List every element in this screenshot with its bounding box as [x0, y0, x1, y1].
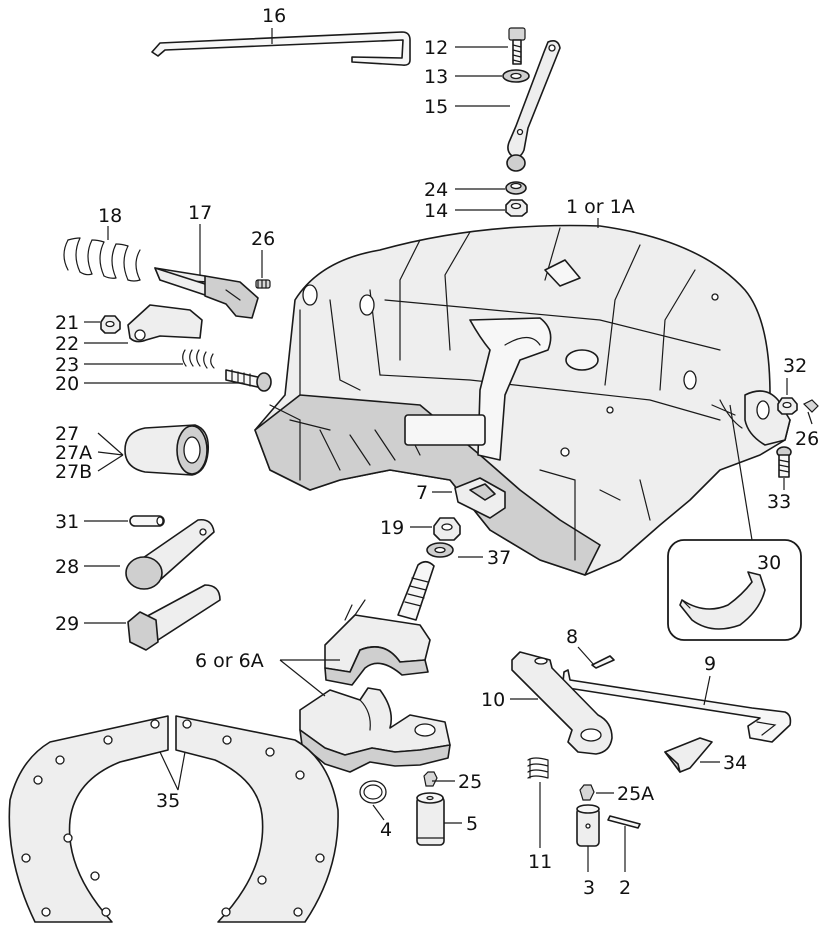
part-10-lever — [511, 651, 613, 755]
label-26-left: 26 — [251, 228, 275, 250]
part-20-bolt — [225, 369, 272, 392]
part-35-shim-plate — [8, 715, 339, 923]
label-12: 12 — [424, 37, 448, 59]
label-22: 22 — [55, 333, 79, 355]
part-15-link — [506, 40, 561, 172]
label-29: 29 — [55, 613, 79, 635]
label-31: 31 — [55, 511, 79, 533]
label-14: 14 — [424, 200, 448, 222]
part-26-grease-fitting-right — [802, 399, 819, 413]
label-34: 34 — [723, 752, 747, 774]
label-32: 32 — [783, 355, 807, 377]
part-1-top-plate — [254, 224, 791, 576]
part-31-roll-pin — [129, 515, 165, 527]
label-15: 15 — [424, 96, 448, 118]
label-24: 24 — [424, 179, 448, 201]
part-8-cotter-pin — [591, 655, 615, 669]
part-25a-fitting — [579, 784, 595, 801]
part-2-cotter-pin — [607, 815, 641, 829]
label-35: 35 — [156, 790, 180, 812]
part-33-bolt — [776, 446, 792, 478]
part-30-inset — [667, 539, 802, 641]
label-18: 18 — [98, 205, 122, 227]
label-16: 16 — [262, 5, 286, 27]
label-3: 3 — [583, 877, 595, 899]
part-26-grease-fitting-left — [255, 279, 271, 289]
label-28: 28 — [55, 556, 79, 578]
label-8: 8 — [566, 626, 578, 648]
part-29-pin — [127, 584, 221, 651]
part-6-lower-jaw — [299, 687, 451, 773]
label-1-or-1a: 1 or 1A — [566, 196, 635, 218]
label-21: 21 — [55, 312, 79, 334]
label-27a: 27A — [55, 442, 92, 464]
part-25-fitting — [423, 771, 438, 787]
label-27b: 27B — [55, 461, 92, 483]
part-12-bolt — [508, 27, 526, 65]
label-30: 30 — [757, 552, 781, 574]
label-6-or-6a: 6 or 6A — [195, 650, 264, 672]
part-34-wedge-block — [664, 737, 713, 773]
part-18-spring — [63, 237, 141, 282]
label-13: 13 — [424, 66, 448, 88]
part-6-upper-jaw — [324, 560, 435, 686]
part-28-pin — [125, 518, 215, 590]
part-24-bushing — [505, 181, 527, 195]
part-32-nut — [777, 397, 798, 415]
part-17-plunger — [154, 267, 259, 319]
part-16-release-handle — [151, 31, 411, 66]
part-5-pin — [416, 792, 445, 846]
label-25: 25 — [458, 771, 482, 793]
label-19: 19 — [380, 517, 404, 539]
label-25a: 25A — [617, 783, 654, 805]
part-27-bushing — [124, 424, 210, 476]
callout-labels: 16 12 13 15 24 14 1 or 1A 18 17 26 21 22… — [55, 5, 819, 899]
part-14-nut — [505, 199, 528, 217]
part-37-washer — [426, 542, 454, 558]
part-9-rod — [562, 669, 792, 743]
label-20: 20 — [55, 373, 79, 395]
part-4-retaining-ring — [359, 780, 387, 804]
label-4: 4 — [380, 819, 392, 841]
label-23: 23 — [55, 354, 79, 376]
part-19-nut — [433, 517, 461, 541]
part-22-lock-arm — [127, 304, 203, 343]
part-21-nut — [100, 315, 121, 334]
label-2: 2 — [619, 877, 631, 899]
part-23-spring — [182, 349, 215, 369]
part-13-washer — [502, 69, 530, 83]
label-7: 7 — [416, 482, 428, 504]
label-9: 9 — [704, 653, 716, 675]
part-11-spring — [527, 757, 549, 779]
label-17: 17 — [188, 202, 212, 224]
label-5: 5 — [466, 813, 478, 835]
label-10: 10 — [481, 689, 505, 711]
part-3-pin — [576, 804, 600, 847]
label-33: 33 — [767, 491, 791, 513]
part-7-wedge — [454, 477, 506, 519]
label-27: 27 — [55, 423, 79, 445]
label-11: 11 — [528, 851, 552, 873]
label-26-right: 26 — [795, 428, 819, 450]
leader-lines — [84, 28, 813, 872]
label-37: 37 — [487, 547, 511, 569]
